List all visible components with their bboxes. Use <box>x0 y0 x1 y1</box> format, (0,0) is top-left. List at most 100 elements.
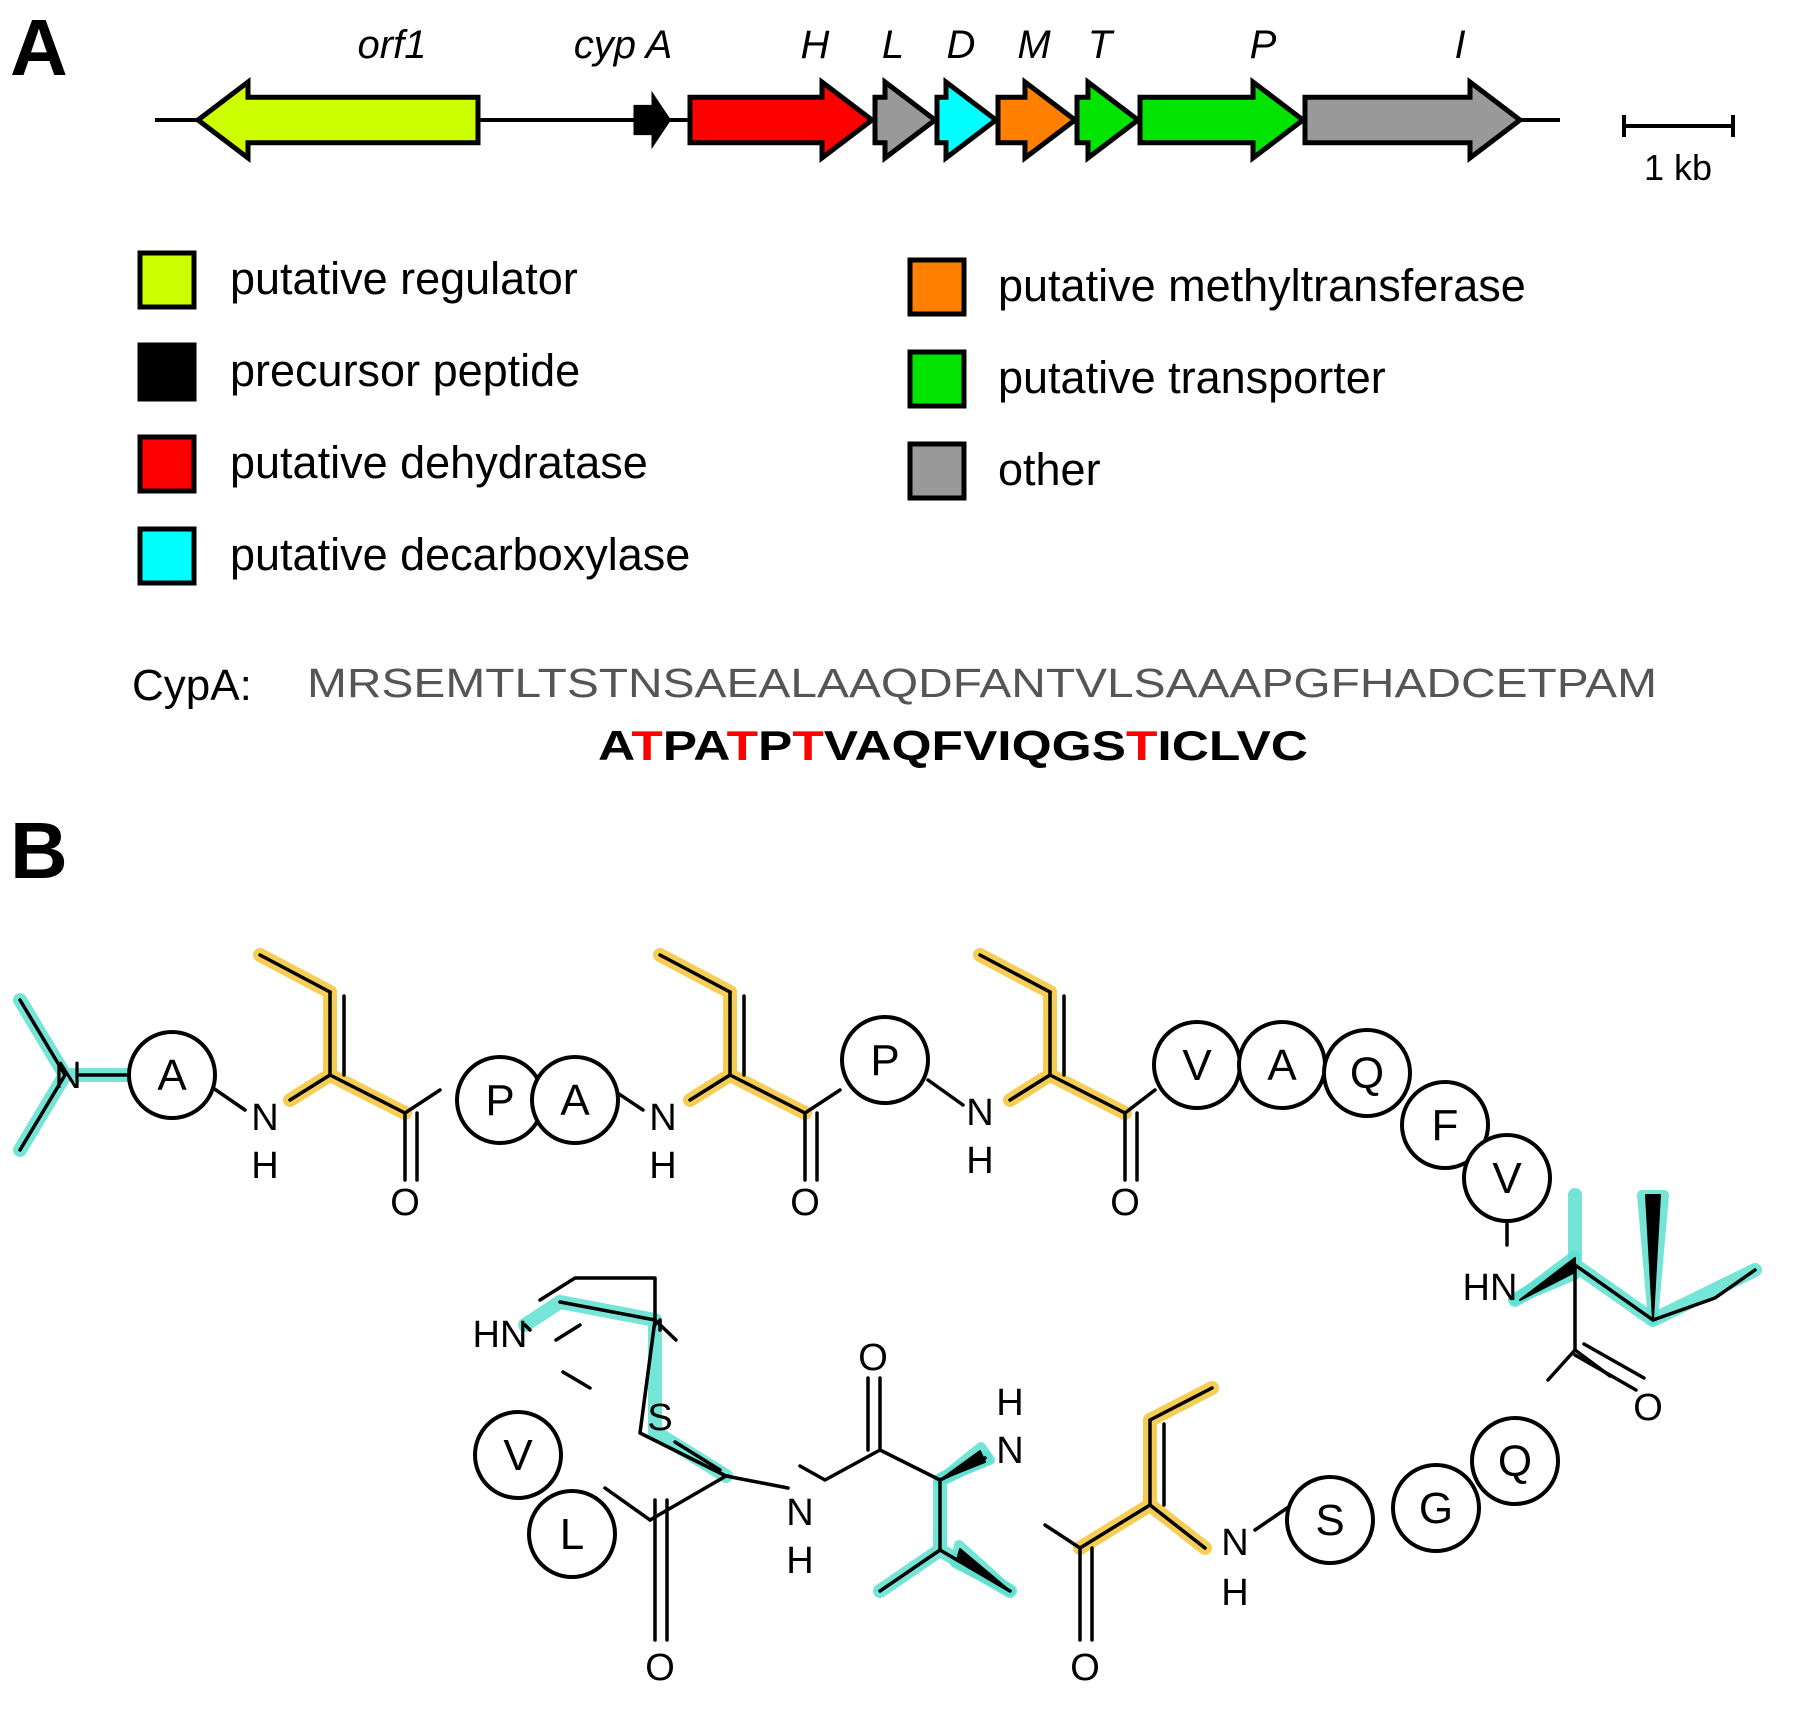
core-residue: T <box>727 722 759 769</box>
core-residue: V <box>824 722 858 769</box>
legend-label-precursor: precursor peptide <box>230 345 580 396</box>
residue-label: G <box>1419 1484 1453 1533</box>
residue-label: V <box>1182 1041 1212 1090</box>
atom-label: H <box>966 1140 993 1182</box>
residue-circle <box>530 1055 620 1145</box>
atom-label: N <box>649 1097 676 1139</box>
residue-circle <box>127 1030 217 1120</box>
panel-label-b: B <box>10 806 68 895</box>
legend-swatch-methyltransferase <box>907 257 967 317</box>
scale-bar: 1 kb <box>1622 115 1735 188</box>
gene-arrow-d <box>934 76 1001 164</box>
sequence-label: CypA: <box>132 661 252 710</box>
residue-label: P <box>485 1076 514 1125</box>
atom-label: HN <box>473 1314 528 1356</box>
residue-label: S <box>1315 1496 1344 1545</box>
residue-circle <box>1400 1080 1490 1170</box>
atom-label: H <box>996 1382 1023 1424</box>
legend-label-decarboxylase: putative decarboxylase <box>230 529 690 580</box>
core-residue: V <box>1237 722 1271 769</box>
gene-label-l: L <box>882 23 904 67</box>
legend-label-regulator: putative regulator <box>230 253 578 304</box>
gene-label-orf1: orf1 <box>358 23 427 67</box>
atom-label: N <box>54 1055 81 1097</box>
gene-arrow-p <box>1137 76 1308 164</box>
atom-label: H <box>786 1540 813 1582</box>
legend-swatch-other <box>907 441 967 501</box>
atom-label: O <box>1110 1182 1140 1224</box>
atom-label: H <box>1221 1572 1248 1614</box>
residue-label: L <box>560 1510 584 1559</box>
panel-label-a: A <box>10 3 68 92</box>
residue-label: A <box>157 1051 187 1100</box>
core-residue: A <box>854 722 891 769</box>
legend-label-dehydratase: putative dehydratase <box>230 437 648 488</box>
atom-label: O <box>790 1182 820 1224</box>
atom-label: H <box>649 1145 676 1187</box>
residue-circle <box>1391 1463 1481 1553</box>
atom-label: N <box>966 1092 993 1134</box>
scale-label: 1 kb <box>1644 147 1712 188</box>
core-residue: T <box>1126 722 1158 769</box>
residue-label: V <box>503 1431 533 1480</box>
core-residue: C <box>1271 722 1308 769</box>
atom-label: N <box>996 1430 1023 1472</box>
residue-label: V <box>1492 1154 1522 1203</box>
atom-label: O <box>1070 1647 1100 1689</box>
core-residue: V <box>963 722 997 769</box>
residue-label: A <box>560 1076 590 1125</box>
legend-swatch-dehydratase <box>137 434 197 494</box>
atom-label: O <box>390 1182 420 1224</box>
gene-arrow-m <box>995 76 1080 164</box>
atom-label: O <box>645 1647 675 1689</box>
core-residue: Q <box>1012 722 1052 769</box>
core-residue: C <box>1172 722 1209 769</box>
residue-circle <box>527 1489 617 1579</box>
core-residue: Q <box>892 722 932 769</box>
core-residue: G <box>1052 722 1092 769</box>
residue-label: A <box>1267 1041 1297 1090</box>
gene-label-i: I <box>1454 23 1465 67</box>
legend-swatch-precursor <box>137 342 197 402</box>
atom-label: HN <box>1463 1267 1518 1309</box>
legend-label-transporter: putative transporter <box>998 352 1386 403</box>
core-residue: I <box>997 722 1011 769</box>
residue-circle <box>473 1410 563 1500</box>
core-residue: A <box>693 722 730 769</box>
atom-label: O <box>1633 1387 1663 1429</box>
legend-swatch-decarboxylase <box>137 526 197 586</box>
gene-arrow-l <box>872 76 940 164</box>
core-residue: I <box>1157 722 1171 769</box>
core-residue: T <box>631 722 663 769</box>
core-residue: L <box>1209 722 1240 769</box>
core-residue: T <box>792 722 824 769</box>
core-residue: P <box>758 722 792 769</box>
core-residue: S <box>1092 722 1126 769</box>
atom-label: H <box>251 1145 278 1187</box>
gene-arrow-i <box>1302 76 1525 164</box>
legend-label-other: other <box>998 444 1101 495</box>
gene-label-p: P <box>1250 23 1277 67</box>
gene-arrow-cypa <box>633 90 672 150</box>
residue-circle <box>1462 1133 1552 1223</box>
residue-label: P <box>870 1036 899 1085</box>
gene-label-cypa: cyp A <box>574 23 673 67</box>
residue-label: Q <box>1350 1049 1384 1098</box>
gene-label-h: H <box>801 23 830 67</box>
gene-label-d: D <box>947 23 976 67</box>
residue-circle <box>1285 1475 1375 1565</box>
residue-circle <box>1322 1028 1412 1118</box>
atom-label: S <box>647 1397 672 1439</box>
residue-circle <box>1470 1416 1560 1506</box>
gene-label-t: T <box>1088 23 1115 67</box>
gene-arrow-orf1 <box>193 76 481 164</box>
leader-sequence: MRSEMTLTSTNSAEALAAQDFANTVLSAAAPGFHADCETP… <box>307 660 1657 706</box>
atom-label: O <box>858 1337 888 1379</box>
atom-label: N <box>251 1097 278 1139</box>
residue-label: Q <box>1498 1437 1532 1486</box>
legend: putative regulator precursor peptide putat… <box>137 250 1526 586</box>
residue-circle <box>840 1015 930 1105</box>
